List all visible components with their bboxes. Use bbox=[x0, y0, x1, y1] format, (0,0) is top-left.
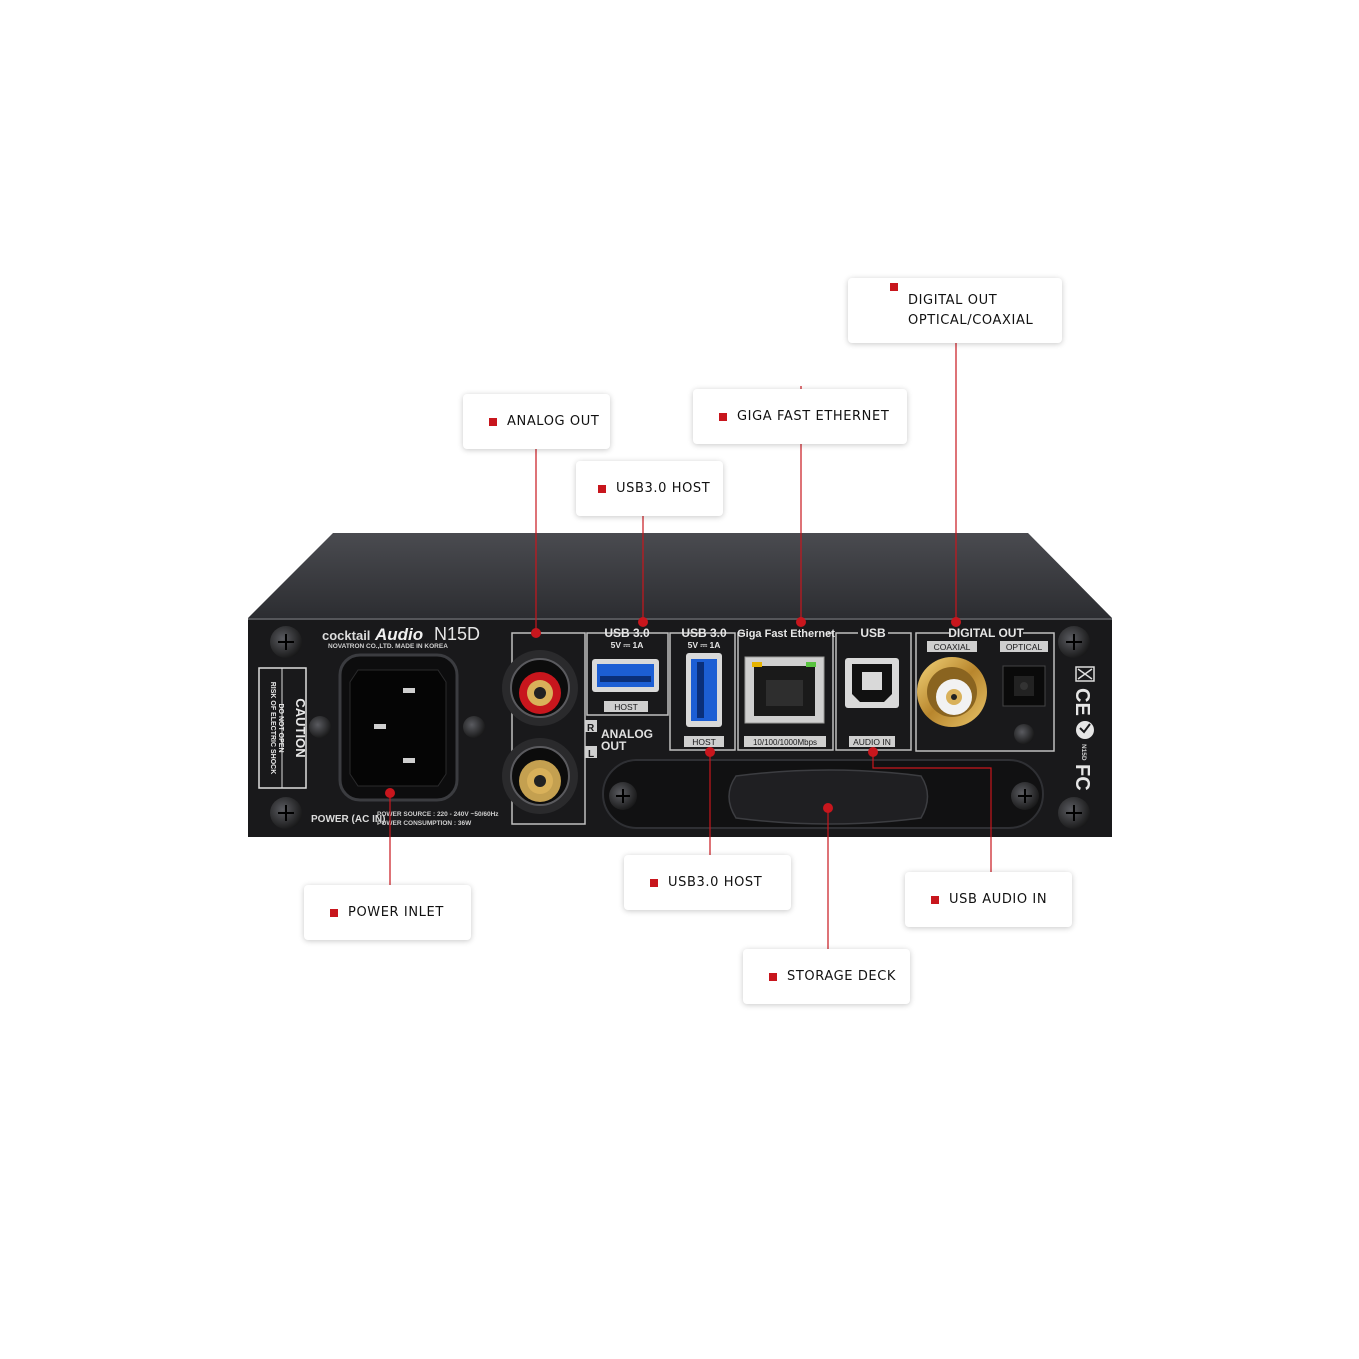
analog-out-label-1: ANALOG bbox=[601, 727, 653, 741]
screw-icon bbox=[1058, 797, 1090, 829]
rca-left-jack bbox=[502, 738, 578, 814]
usb1-spec: 5V ⎓ 1A bbox=[611, 640, 644, 650]
rca-l-label: L bbox=[588, 749, 594, 760]
usb1-host: HOST bbox=[614, 702, 638, 712]
bullet-square-icon bbox=[769, 972, 777, 981]
bullet-square-icon bbox=[931, 895, 939, 904]
screw-icon bbox=[309, 716, 331, 738]
optical-port bbox=[1002, 665, 1046, 707]
screw-icon bbox=[1014, 724, 1034, 744]
callout-usb-audio-in-text: USB AUDIO IN bbox=[949, 891, 1048, 907]
power-label: POWER (AC IN) bbox=[311, 814, 385, 825]
coaxial-jack bbox=[917, 657, 987, 727]
bullet-square-icon bbox=[890, 283, 898, 291]
digital-out-title: DIGITAL OUT bbox=[948, 626, 1024, 640]
model-name: N15D bbox=[434, 624, 480, 644]
callout-power-inlet: POWER INLET bbox=[304, 885, 471, 940]
usb-b-label: AUDIO IN bbox=[853, 737, 891, 747]
storage-deck-handle bbox=[728, 769, 929, 825]
bullet-square-icon bbox=[489, 417, 497, 426]
usb-b-title: USB bbox=[860, 626, 886, 640]
callout-usb30-host-bottom: USB3.0 HOST bbox=[624, 855, 791, 910]
callout-giga-ethernet-text: GIGA FAST ETHERNET bbox=[737, 408, 890, 424]
fc-mark: FC bbox=[1071, 764, 1093, 791]
ethernet-speed: 10/100/1000Mbps bbox=[753, 738, 817, 747]
callout-usb30-host-top-text: USB3.0 HOST bbox=[616, 480, 711, 496]
brand-big: Audio bbox=[374, 625, 423, 644]
screw-icon bbox=[270, 797, 302, 829]
callout-digital-out: DIGITAL OUT OPTICAL/COAXIAL bbox=[848, 278, 1062, 343]
bullet-square-icon bbox=[719, 412, 727, 421]
callout-usb30-host-bottom-text: USB3.0 HOST bbox=[668, 874, 763, 890]
screw-icon bbox=[1058, 626, 1090, 658]
screw-icon bbox=[270, 626, 302, 658]
device-top-cover bbox=[248, 533, 1112, 618]
callout-digital-out-line1: DIGITAL OUT bbox=[908, 292, 998, 308]
optical-label: OPTICAL bbox=[1006, 642, 1043, 652]
callout-digital-out-line2: OPTICAL/COAXIAL bbox=[908, 312, 1034, 328]
ce-mark: CE bbox=[1071, 688, 1093, 716]
usb2-spec: 5V ⎓ 1A bbox=[688, 640, 721, 650]
ethernet-title: Giga Fast Ethernet bbox=[737, 628, 835, 640]
power-consumption: POWER CONSUMPTION : 36W bbox=[377, 820, 472, 827]
callout-power-inlet-text: POWER INLET bbox=[348, 904, 444, 920]
usb2-title: USB 3.0 bbox=[681, 626, 727, 640]
callout-storage-deck-text: STORAGE DECK bbox=[787, 968, 897, 984]
callout-giga-ethernet: GIGA FAST ETHERNET bbox=[693, 389, 907, 444]
maker-line: NOVATRON CO.,LTD. MADE IN KOREA bbox=[328, 643, 448, 650]
usb2-host: HOST bbox=[692, 737, 716, 747]
usb1-title: USB 3.0 bbox=[604, 626, 650, 640]
rca-r-label: R bbox=[587, 723, 595, 734]
brand-small: cocktail bbox=[322, 628, 370, 643]
power-source: POWER SOURCE : 220 - 240V ~50/60Hz bbox=[377, 811, 499, 818]
caution-line1: RISK OF ELECTRIC SHOCK bbox=[269, 682, 276, 775]
callout-analog-out-text: ANALOG OUT bbox=[507, 413, 600, 429]
caution-line2: DO NOT OPEN bbox=[277, 703, 284, 752]
callout-usb-audio-in: USB AUDIO IN bbox=[905, 872, 1072, 927]
coaxial-label: COAXIAL bbox=[934, 642, 971, 652]
leader-dots bbox=[385, 617, 961, 813]
model-vertical: N15D bbox=[1080, 744, 1087, 761]
analog-out-label-2: OUT bbox=[601, 739, 627, 753]
rca-right-jack bbox=[502, 650, 578, 726]
callout-usb30-host-top: USB3.0 HOST bbox=[576, 461, 723, 516]
callout-storage-deck: STORAGE DECK bbox=[743, 949, 910, 1004]
bullet-square-icon bbox=[650, 878, 658, 887]
bullet-square-icon bbox=[598, 484, 606, 493]
caution-label: CAUTION bbox=[293, 698, 308, 757]
screw-icon bbox=[463, 716, 485, 738]
bullet-square-icon bbox=[330, 908, 338, 917]
callout-analog-out: ANALOG OUT bbox=[463, 394, 610, 449]
weee-icon bbox=[1075, 666, 1095, 682]
